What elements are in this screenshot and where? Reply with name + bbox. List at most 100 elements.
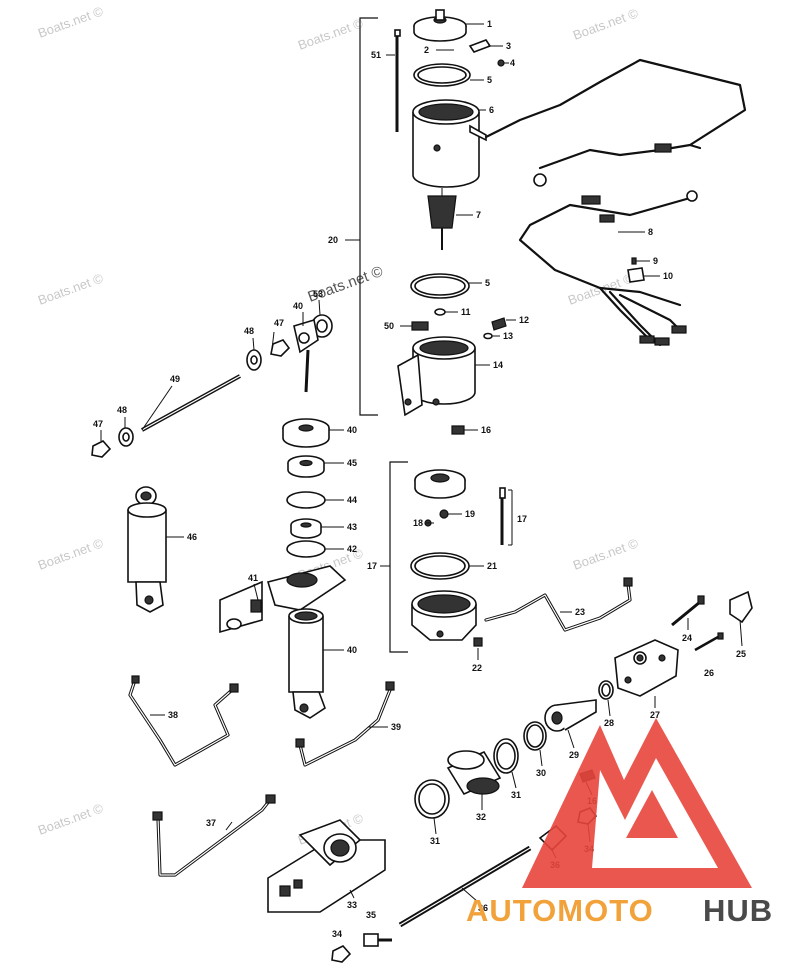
callout-label: 34	[332, 929, 342, 939]
callout-leaders	[100, 23, 743, 903]
callout-label: 36	[478, 903, 488, 913]
callout-labels: 1 2 3 4 5 6 7 8 9 10 5 11 12 13 14 16 50…	[93, 19, 746, 939]
callout-label: 4	[510, 58, 515, 68]
watermark-text: Boats.net ©	[571, 5, 641, 43]
callout-label: 33	[347, 900, 357, 910]
callout-label: 13	[503, 331, 513, 341]
part-clip-bracket	[729, 590, 753, 624]
part-piston	[287, 455, 325, 478]
callout-label: 43	[347, 522, 357, 532]
callout-label: 37	[206, 818, 216, 828]
part-small-ring	[483, 332, 493, 340]
callout-label: 51	[371, 50, 381, 60]
callout-label: 16	[481, 425, 491, 435]
callout-label: 40	[347, 425, 357, 435]
callout-label: 49	[170, 374, 180, 384]
part-check-valve	[499, 487, 506, 545]
callout-label: 28	[604, 718, 614, 728]
part-o-ring	[286, 491, 326, 509]
part-end-cap	[413, 9, 467, 42]
callout-label: 12	[519, 315, 529, 325]
callout-label: 30	[536, 768, 546, 778]
callout-label: 9	[653, 256, 658, 266]
part-pivot-rod	[293, 318, 319, 393]
watermark-text: Boats.net ©	[36, 3, 106, 41]
part-motor-wire	[484, 58, 747, 152]
watermark-text-large: Boats.net ©	[306, 263, 386, 306]
callout-label: 47	[93, 419, 103, 429]
logo-text-hub: HUB	[703, 893, 773, 928]
automotohub-logo: AUTOMOTO HUB	[466, 718, 773, 928]
part-screw	[631, 257, 637, 265]
watermark-text: Boats.net ©	[296, 15, 366, 53]
part-bolt	[694, 632, 724, 652]
watermark-text: Boats.net ©	[36, 270, 106, 308]
callout-label: 44	[347, 495, 357, 505]
callout-label: 14	[493, 360, 503, 370]
part-plug	[473, 637, 483, 647]
part-motor-housing	[412, 99, 487, 188]
part-tilt-shaft	[398, 845, 532, 928]
callout-label: 1	[487, 19, 492, 29]
part-mounting-base	[267, 819, 386, 913]
callout-label: 5	[485, 278, 490, 288]
callout-label: 6	[489, 105, 494, 115]
part-long-bolt	[394, 29, 401, 132]
callout-label: 31	[511, 790, 521, 800]
logo-text-automoto: AUTOMOTO	[466, 893, 654, 928]
callout-label: 25	[736, 649, 746, 659]
callout-label: 20	[328, 235, 338, 245]
callout-label: 2	[424, 45, 429, 55]
callout-label: 27	[650, 710, 660, 720]
watermark-text: Boats.net ©	[36, 535, 106, 573]
part-brush-clip	[468, 39, 492, 53]
logo-triangle-mark	[522, 718, 752, 888]
part-bolt	[363, 933, 392, 947]
callout-label: 50	[384, 321, 394, 331]
callout-label: 41	[248, 573, 258, 583]
part-bolt	[451, 425, 465, 435]
callout-label: 46	[187, 532, 197, 542]
part-manual-release-valve	[544, 699, 597, 732]
part-trim-cylinder	[288, 608, 326, 719]
part-bolt	[671, 595, 705, 627]
callout-label: 7	[476, 210, 481, 220]
part-hydraulic-line	[295, 681, 395, 767]
callout-label: 24	[682, 633, 692, 643]
part-cylinder-cap	[282, 418, 330, 448]
callout-label: 5	[487, 75, 492, 85]
watermark-text: Boats.net ©	[571, 535, 641, 573]
part-manifold-block	[614, 639, 679, 697]
part-clamp	[627, 267, 645, 283]
callout-label: 19	[465, 509, 475, 519]
callout-label: 11	[461, 307, 471, 317]
callout-label: 32	[476, 812, 486, 822]
part-fitting	[491, 317, 507, 331]
callout-label: 35	[366, 910, 376, 920]
part-ball	[439, 509, 449, 519]
callout-label: 8	[648, 227, 653, 237]
part-reservoir	[411, 590, 477, 641]
callout-label: 39	[391, 722, 401, 732]
callout-label: 22	[472, 663, 482, 673]
part-pin	[141, 374, 241, 432]
part-hydraulic-line	[484, 577, 633, 632]
callout-label: 53	[313, 289, 323, 299]
callout-label: 40	[347, 645, 357, 655]
part-small-ring	[434, 308, 446, 316]
part-wire-harness	[518, 190, 698, 347]
callout-label: 18	[413, 518, 423, 528]
callout-label: 23	[575, 607, 585, 617]
callout-label: 31	[430, 836, 440, 846]
callout-label: 21	[487, 561, 497, 571]
callout-label: 29	[569, 750, 579, 760]
callout-label: 26	[704, 668, 714, 678]
callout-label: 3	[506, 41, 511, 51]
part-bolt	[411, 321, 429, 331]
part-nut	[270, 339, 291, 357]
part-pump-assembly	[414, 469, 466, 499]
part-hydraulic-line	[128, 675, 239, 767]
group-bracket-17	[389, 461, 408, 653]
watermark-text: Boats.net ©	[36, 800, 106, 838]
